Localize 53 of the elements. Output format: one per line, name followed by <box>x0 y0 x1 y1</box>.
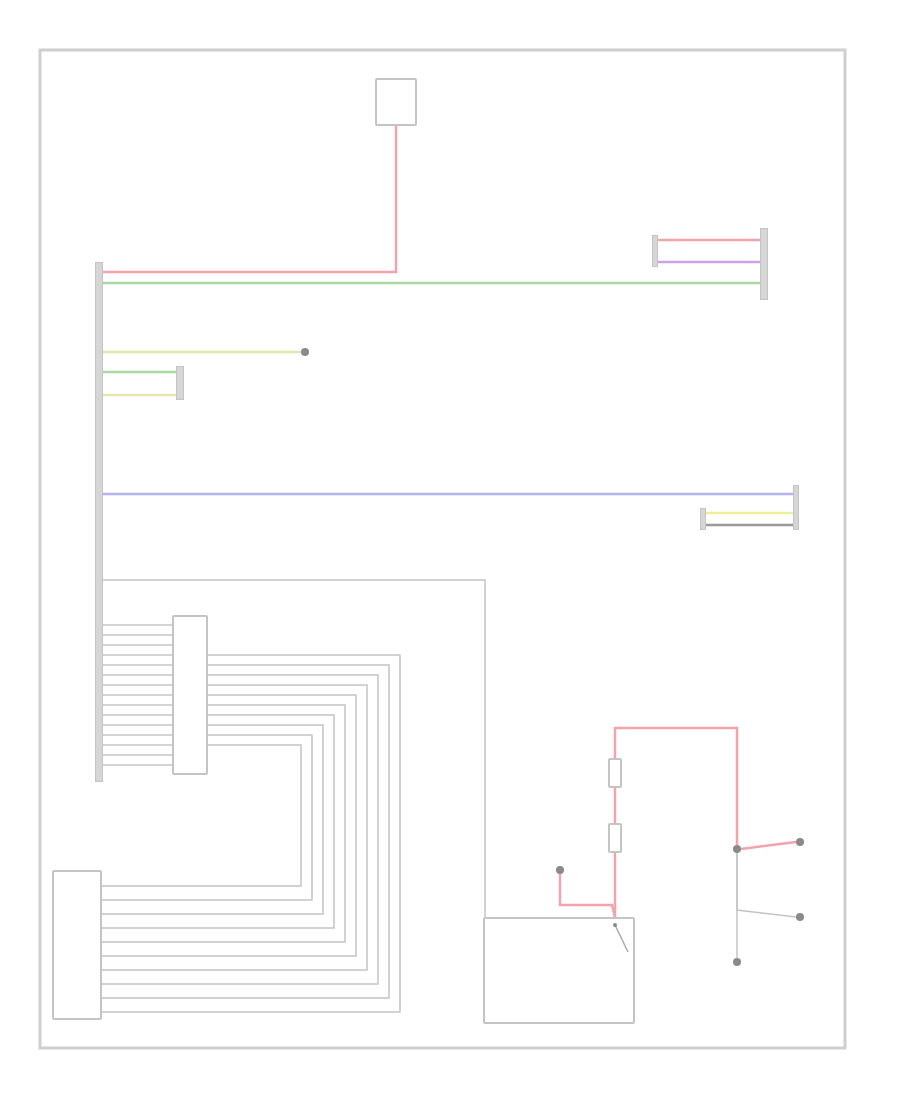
wire <box>613 853 617 917</box>
component-box <box>483 917 635 1024</box>
wire <box>706 511 793 515</box>
component-box <box>608 823 622 853</box>
terminal-dot <box>556 866 564 874</box>
wire <box>102 644 173 646</box>
component-box <box>52 870 102 1020</box>
wire <box>102 634 173 636</box>
wire <box>102 694 173 696</box>
terminal-dot <box>796 838 804 846</box>
connector-bar <box>176 366 184 400</box>
terminal-dot <box>796 913 804 921</box>
component-box <box>375 78 417 126</box>
wire <box>658 260 760 264</box>
wire <box>102 714 173 716</box>
connector-bar <box>700 508 706 530</box>
wire <box>613 788 617 823</box>
wire <box>102 704 173 706</box>
wire <box>706 523 793 527</box>
wire <box>740 840 797 851</box>
connector-bar <box>95 262 103 782</box>
wire <box>102 664 173 666</box>
wire <box>103 350 301 354</box>
wire <box>613 726 739 845</box>
wire <box>103 126 398 274</box>
wire <box>102 764 173 766</box>
component-box <box>608 758 622 788</box>
wire <box>101 744 302 887</box>
wire <box>101 724 324 915</box>
wire <box>102 744 173 746</box>
terminal-dot <box>733 958 741 966</box>
component-box <box>172 615 208 775</box>
wire <box>102 734 173 736</box>
wire <box>102 724 173 726</box>
wire <box>658 238 760 242</box>
terminal-dot <box>733 845 741 853</box>
wire <box>103 393 176 397</box>
wire <box>103 492 793 496</box>
connector-bar <box>760 228 768 300</box>
connector-bar <box>793 485 799 530</box>
terminal-dot <box>301 348 309 356</box>
wire <box>102 684 173 686</box>
wire <box>102 579 486 918</box>
wire <box>103 281 760 285</box>
connector-bar <box>652 235 658 267</box>
wire <box>101 734 313 901</box>
wire <box>736 852 738 959</box>
wire <box>102 624 173 626</box>
wire <box>558 874 617 918</box>
wire <box>102 654 173 656</box>
wire <box>102 754 173 756</box>
wire <box>103 370 176 374</box>
wire <box>102 674 173 676</box>
